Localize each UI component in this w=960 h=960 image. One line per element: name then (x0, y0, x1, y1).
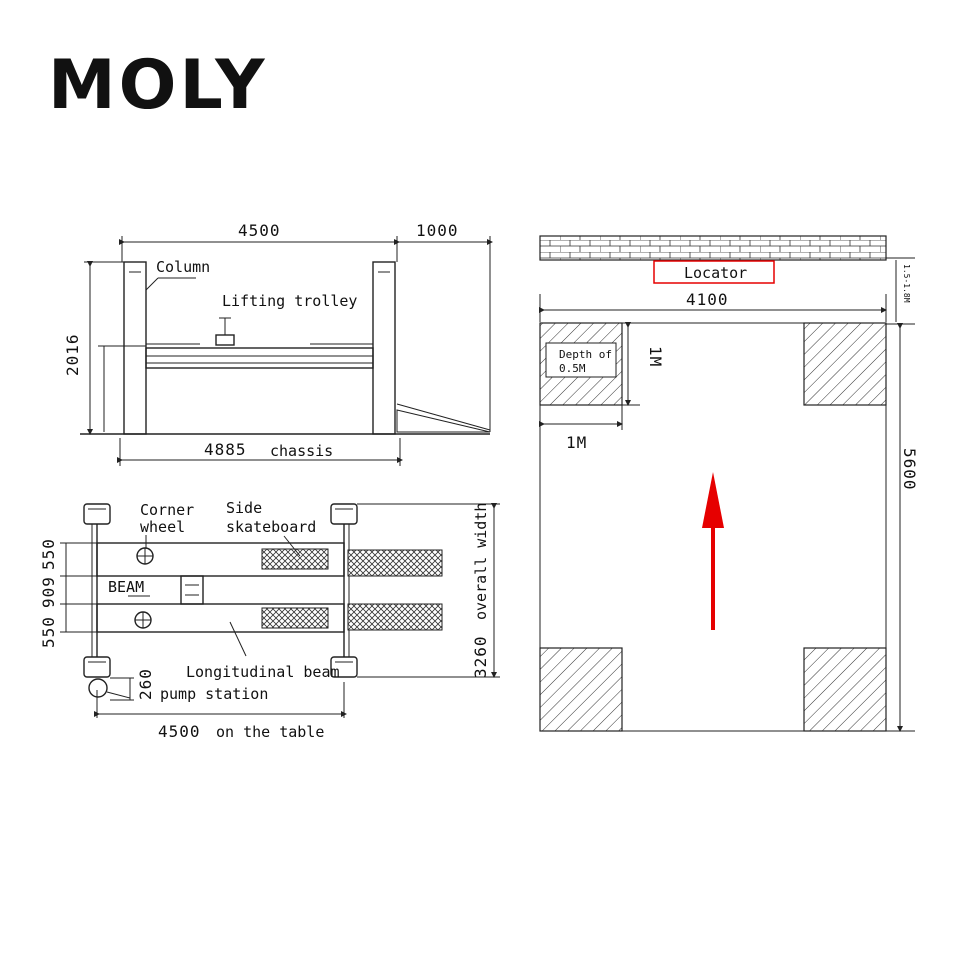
width-dim-2: 909 (39, 576, 58, 608)
longitudinal-beam-label: Longitudinal beam (186, 663, 340, 681)
width-dim-3: 550 (39, 616, 58, 648)
pump-station-label: pump station (160, 685, 268, 703)
post-top-left (83, 503, 111, 525)
ramp (396, 409, 491, 433)
front-view: 4500 1000 Column Liftin (63, 221, 493, 466)
chassis-label: chassis (270, 442, 333, 460)
lift-platform (145, 347, 374, 369)
front-width-dim: 4500 (238, 221, 281, 240)
post-bottom-left (83, 656, 111, 678)
lifting-trolley-label: Lifting trolley (222, 292, 357, 310)
corner-wheel-label-1: Corner (140, 501, 194, 519)
wall (539, 235, 887, 261)
pit-bottom-right (803, 647, 887, 732)
lifting-trolley (215, 334, 235, 346)
floor-plan: Locator 1.5-1.8M 4100 Depth of 0.5M (539, 235, 919, 732)
table-label: on the table (216, 723, 324, 741)
overall-width-dim: 3260 (471, 635, 490, 678)
ramp-upper (347, 549, 443, 577)
pit-depth-label-2: 0.5M (559, 362, 586, 375)
pump-station (88, 678, 108, 698)
side-skateboard-label-1: Side (226, 499, 262, 517)
beam-jack (180, 575, 204, 605)
post-top-right (330, 503, 358, 525)
skateboard-lower (261, 607, 329, 629)
floor-area (539, 322, 887, 732)
pit-bottom-left (539, 647, 623, 732)
ramp-lower (347, 603, 443, 631)
pit-top-right (803, 322, 887, 406)
beam-label: BEAM (108, 578, 144, 596)
pit-depth-box (545, 342, 617, 378)
side-skateboard-label-2: skateboard (226, 518, 316, 536)
direction-arrow-icon (702, 472, 724, 528)
locator-box (653, 260, 775, 284)
runway-upper (96, 542, 345, 577)
right-column (372, 261, 396, 435)
overall-width-label: overall width (472, 503, 490, 620)
chassis-dim: 4885 (204, 440, 247, 459)
top-view: Corner wheel Side skateboard BEAM Longit… (39, 499, 500, 741)
pit-width-dim: 1M (566, 433, 587, 452)
pump-dim: 260 (136, 668, 155, 700)
pit-depth-label-1: Depth of (559, 348, 612, 361)
corner-wheel-label-2: wheel (140, 518, 185, 536)
pit-height-dim: 1M (646, 346, 665, 367)
column-label: Column (156, 258, 210, 276)
runway-lower (96, 603, 345, 633)
front-ramp-dim: 1000 (416, 221, 459, 240)
locator-dim: 1.5-1.8M (902, 264, 911, 303)
brand-logo: MOLY (48, 46, 268, 125)
floor-width-dim: 4100 (686, 290, 729, 309)
floor-depth-dim: 5600 (900, 448, 919, 491)
locator-label: Locator (684, 264, 747, 282)
table-dim: 4500 (158, 722, 201, 741)
width-dim-1: 550 (39, 538, 58, 570)
left-column (123, 261, 147, 435)
front-height-dim: 2016 (63, 333, 82, 376)
skateboard-upper (261, 548, 329, 570)
